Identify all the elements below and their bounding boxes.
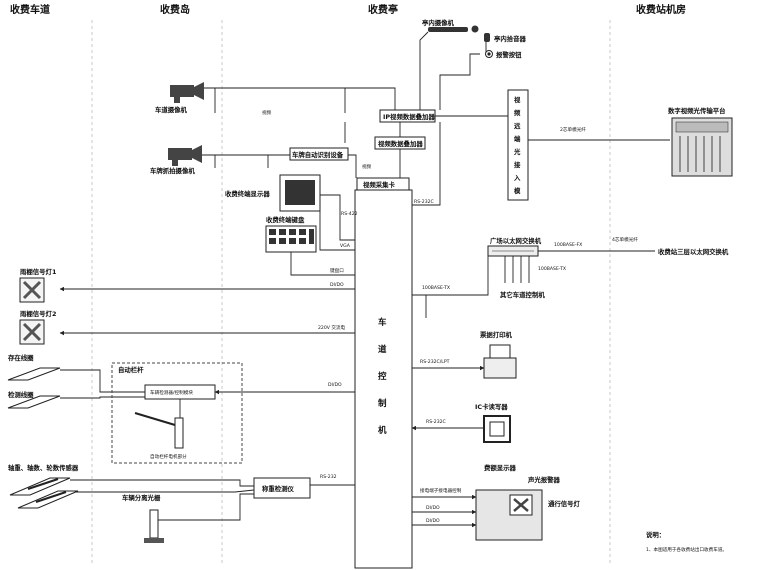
alarm-button-label: 报警按钮 xyxy=(496,50,522,59)
fiber-access-module: 视 频 远 端 光 接 入 模 xyxy=(507,89,529,201)
axle-sensor-label: 轴重、轴数、轮数传感器 xyxy=(8,463,79,472)
svg-text:接: 接 xyxy=(514,160,521,169)
plate-recognition-device: 车牌自动识别设备 xyxy=(289,147,349,161)
sound-alarm-label: 声光报警器 xyxy=(527,475,561,484)
presence-coil-label: 存在线圈 xyxy=(8,353,34,362)
auto-barrier-label: 自动栏杆 xyxy=(118,365,144,374)
digital-video-platform xyxy=(671,117,733,177)
eth100tx-label-2: 100BASE-TX xyxy=(538,266,566,272)
eth100fx-label: 100BASE-FX xyxy=(554,242,582,248)
rs232c-label-2: RS-232C xyxy=(426,419,446,425)
detect-coil-label: 检测线圈 xyxy=(8,390,34,399)
keyboard-port-label: 键盘口 xyxy=(330,267,344,274)
plate-camera-label: 车牌抓拍摄像机 xyxy=(150,166,195,175)
eth100tx-label-1: 100BASE-TX xyxy=(422,285,450,291)
svg-text:光: 光 xyxy=(513,147,521,156)
fee-display-label: 费额显示器 xyxy=(484,463,517,472)
ac220-label: 220V 交流电 xyxy=(318,324,346,331)
rs232c-label-1: RS-232C xyxy=(414,199,434,205)
svg-text:机: 机 xyxy=(378,425,387,436)
svg-text:远: 远 xyxy=(514,122,521,130)
svg-text:制: 制 xyxy=(378,398,387,409)
vehicle-separator-icon xyxy=(144,509,164,543)
rs232lpt-label: RS-232C/LPT xyxy=(420,359,450,365)
svg-text:视频采集卡: 视频采集卡 xyxy=(363,180,396,189)
rain-light-1 xyxy=(19,277,45,303)
video-label-2: 视频 xyxy=(362,163,372,170)
ic-reader-label: IC卡读写器 xyxy=(475,402,508,411)
rs232-label: RS-232 xyxy=(320,474,337,480)
note-title: 说明： xyxy=(646,530,665,539)
lane-controller: 车 道 控 制 机 xyxy=(354,189,413,569)
detect-coil xyxy=(7,395,61,409)
svg-text:频: 频 xyxy=(514,108,521,117)
toll-keyboard-label: 收费终端键盘 xyxy=(266,215,305,224)
lane-camera-label: 车道摄像机 xyxy=(155,105,188,114)
capture-card: 视频采集卡 xyxy=(356,177,410,191)
vehicle-separator-label: 车辆分离光栅 xyxy=(122,493,161,502)
zone-island: 收费岛 xyxy=(160,3,190,16)
presence-coil xyxy=(7,367,61,381)
toll-keyboard xyxy=(265,225,317,253)
field-switch-label: 广场以太网交换机 xyxy=(490,236,542,245)
axle-sensor-icon xyxy=(9,477,79,509)
rain-light-2 xyxy=(19,319,45,345)
svg-text:模: 模 xyxy=(514,186,521,195)
dido-label-1: DI/DO xyxy=(330,282,344,288)
field-ethernet-switch xyxy=(487,245,539,257)
toll-monitor-label: 收费终端显示器 xyxy=(225,189,270,198)
rain-light-2-label: 雨棚信号灯2 xyxy=(20,309,56,318)
svg-text:入: 入 xyxy=(514,174,521,182)
dido-label-2: DI/DO xyxy=(328,382,342,388)
ip-video-encoder: IP视频数据叠加器 xyxy=(379,109,436,123)
plate-camera-icon xyxy=(168,145,202,166)
pass-light-label: 通行信号灯 xyxy=(548,499,581,508)
booth-mic-label: 亭内拾音器 xyxy=(494,34,527,43)
fiber4-label: 4芯单模光纤 xyxy=(612,236,638,243)
note-line-1: 1、本图适用于各收费站出口收费车道。 xyxy=(646,546,727,553)
video-char-overlay: 视频数据叠加器 xyxy=(374,136,426,150)
video-label-1: 视频 xyxy=(262,109,272,116)
svg-text:控: 控 xyxy=(378,371,387,382)
booth-camera-icon xyxy=(428,25,479,33)
lane-camera-icon xyxy=(170,82,204,103)
weigh-detector: 称重检测仪 xyxy=(253,477,311,499)
svg-text:道: 道 xyxy=(378,344,387,355)
svg-text:视频数据叠加器: 视频数据叠加器 xyxy=(378,139,423,148)
zone-booth: 收费亭 xyxy=(368,3,398,16)
dido-label-4: DI/DO xyxy=(426,518,440,524)
toll-monitor xyxy=(279,174,321,212)
digital-platform-label: 数字视频光传输平台 xyxy=(668,106,726,115)
ic-reader-icon xyxy=(483,415,511,443)
zone-station: 收费站机房 xyxy=(636,3,686,16)
svg-text:视: 视 xyxy=(514,95,521,104)
svg-text:IP视频数据叠加器: IP视频数据叠加器 xyxy=(383,112,435,121)
zone-lane: 收费车道 xyxy=(10,3,50,16)
barrier-controller: 车辆检测器/控制模块 xyxy=(144,384,216,400)
rs422-label: RS-422 xyxy=(341,211,358,217)
rain-light-1-label: 雨棚信号灯1 xyxy=(20,267,56,276)
fiber2-label: 2芯单模光纤 xyxy=(560,126,586,133)
receipt-printer-icon xyxy=(483,344,517,379)
dido-label-3: DI/DO xyxy=(426,505,440,511)
vga-label: VGA xyxy=(340,243,351,249)
auto-barrier-group xyxy=(111,362,243,464)
other-lanes-label: 其它车道控制机 xyxy=(500,290,545,299)
alarm-button-icon xyxy=(485,50,493,58)
svg-text:车: 车 xyxy=(378,317,387,328)
barrier-motor-label: 自动栏杆电机部分 xyxy=(150,453,187,460)
svg-text:端: 端 xyxy=(514,134,521,143)
fee-ctrl-label: 接电端子接电器控制 xyxy=(420,487,462,494)
svg-text:车辆检测器/控制模块: 车辆检测器/控制模块 xyxy=(150,389,193,396)
svg-text:称重检测仪: 称重检测仪 xyxy=(262,484,295,493)
barrier-motor-icon xyxy=(134,412,184,449)
microphone-icon xyxy=(484,33,490,42)
printer-label: 票据打印机 xyxy=(480,330,513,339)
station-switch-label: 收费站三层以太网交换机 xyxy=(658,247,729,256)
svg-text:车牌自动识别设备: 车牌自动识别设备 xyxy=(292,150,344,159)
booth-camera-label: 亭内摄像机 xyxy=(422,18,455,27)
fee-display-icon xyxy=(475,489,543,541)
